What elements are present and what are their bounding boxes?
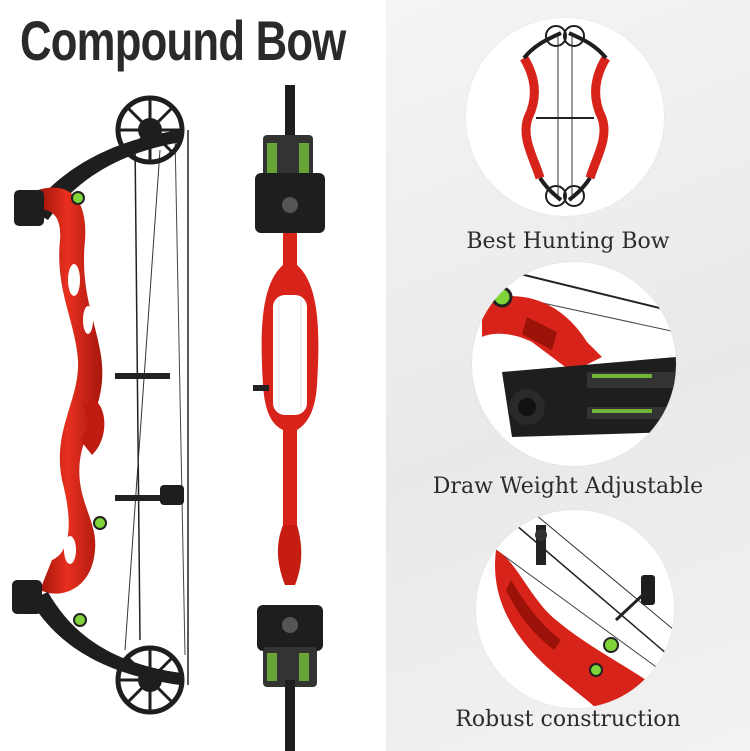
feature-caption-draw-weight: Draw Weight Adjustable xyxy=(432,474,704,499)
bow-pair-icon xyxy=(520,25,610,207)
feature-circle-bows xyxy=(466,18,664,216)
feature-caption-construction: Robust construction xyxy=(455,707,681,732)
feature-circle-limb xyxy=(472,262,676,466)
bow-side-view-image xyxy=(12,95,189,715)
feature-circle-riser xyxy=(476,510,674,708)
page-title: Compound Bow xyxy=(20,9,346,72)
limb-pocket-icon xyxy=(482,271,676,437)
feature-caption-hunting: Best Hunting Bow xyxy=(466,229,670,254)
riser-grip-icon xyxy=(495,514,674,708)
bow-front-view-image xyxy=(253,85,325,751)
